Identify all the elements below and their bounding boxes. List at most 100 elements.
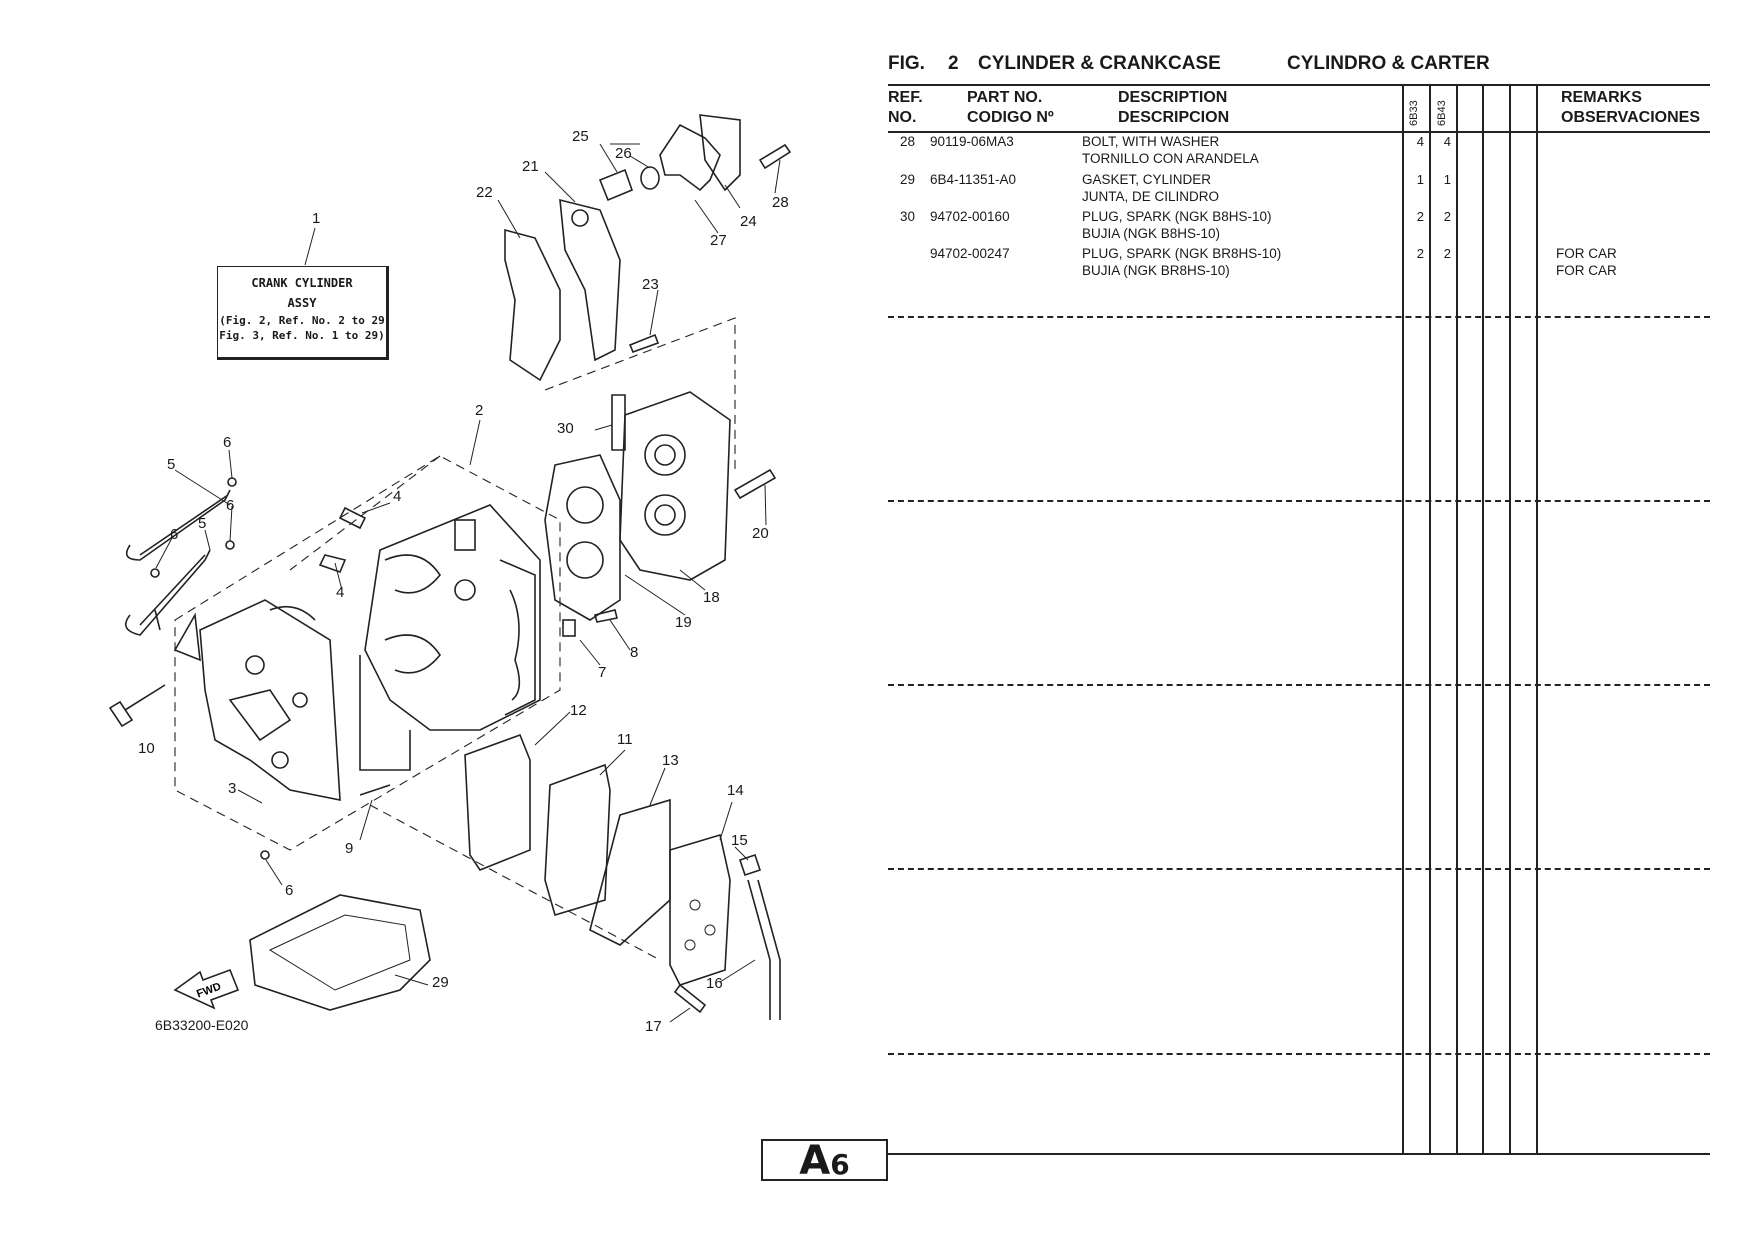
diagram-code: 6B33200-E020 <box>155 1017 249 1033</box>
assy-note-box: CRANK CYLINDER ASSY (Fig. 2, Ref. No. 2 … <box>217 266 389 360</box>
clip-6d <box>260 850 270 860</box>
callout-5a: 5 <box>167 456 176 473</box>
dashed-separator-1 <box>888 316 1710 318</box>
assy-note-line4: Fig. 3, Ref. No. 1 to 29) <box>219 329 385 342</box>
hose-upper-inner <box>139 494 229 556</box>
col-rule-2 <box>1429 84 1431 1154</box>
cover-14 <box>669 833 731 986</box>
callout-29: 29 <box>432 974 449 991</box>
gasket-29-inner <box>268 914 411 991</box>
row1-part: 90119-06MA3 <box>930 134 1014 149</box>
callout-6d: 6 <box>285 882 294 899</box>
row3-qty-1: 2 <box>1416 209 1424 224</box>
fig-number: 2 <box>948 53 959 74</box>
header-ref-line2: NO. <box>888 109 917 126</box>
bolt-28 <box>758 143 792 170</box>
callout-6c: 6 <box>170 526 179 543</box>
row3-desc-es: BUJIA (NGK B8HS-10) <box>1082 226 1221 241</box>
callout-22: 22 <box>476 184 493 201</box>
dowel-9 <box>359 784 391 796</box>
assy-note-line1: CRANK CYLINDER <box>251 276 353 290</box>
row1-qty-2: 4 <box>1443 134 1451 149</box>
callout-21: 21 <box>522 158 539 175</box>
header-model-1: 6B33 <box>1408 100 1420 126</box>
fig-title-es: CYLINDRO & CARTER <box>1287 53 1490 74</box>
col-rule-1 <box>1402 84 1404 1154</box>
clip-6c <box>150 568 160 578</box>
assembly-guide <box>289 455 441 571</box>
callout-2: 2 <box>475 402 484 419</box>
page-label-letter: A <box>799 1138 831 1184</box>
header-desc: DESCRIPTION DESCRIPCION <box>1118 88 1229 128</box>
callout-30: 30 <box>557 420 574 437</box>
callout-25: 25 <box>572 128 589 145</box>
bolt-17 <box>673 983 707 1014</box>
dashed-separator-2 <box>888 500 1710 502</box>
callout-11: 11 <box>617 731 633 748</box>
callout-26: 26 <box>615 145 632 162</box>
callout-6a: 6 <box>223 434 232 451</box>
row1-desc-es: TORNILLO CON ARANDELA <box>1082 151 1259 166</box>
gasket-29 <box>249 894 431 1011</box>
callout-23: 23 <box>642 276 659 293</box>
callout-15: 15 <box>731 832 748 849</box>
fwd-arrow-icon: FWD <box>173 968 240 1010</box>
bolt-8 <box>594 609 618 623</box>
plate-11 <box>544 763 611 916</box>
row4-desc-es: BUJIA (NGK BR8HS-10) <box>1082 263 1230 278</box>
header-part: PART NO. CODIGO Nº <box>967 88 1054 128</box>
header-ref: REF. NO. <box>888 88 923 128</box>
gasket-27 <box>659 123 721 192</box>
callout-13: 13 <box>662 752 679 769</box>
row4-part: 94702-00247 <box>930 246 1010 261</box>
table-top-rule <box>888 84 1710 86</box>
row1-qty-1: 4 <box>1416 134 1424 149</box>
row4-remark-es: FOR CAR <box>1556 263 1617 278</box>
cylinder-head-18 <box>619 391 731 581</box>
col-rule-3 <box>1456 84 1458 1154</box>
gasket-22 <box>504 228 561 382</box>
header-desc-line1: DESCRIPTION <box>1118 89 1228 106</box>
callout-12: 12 <box>570 702 587 719</box>
hose-lower-inner <box>139 554 206 626</box>
row1-desc-en: BOLT, WITH WASHER <box>1082 134 1220 149</box>
fig-label: FIG. <box>888 53 925 74</box>
page-label-number: 6 <box>830 1148 850 1181</box>
dashed-separator-3 <box>888 684 1710 686</box>
callout-14: 14 <box>727 782 744 799</box>
header-desc-line2: DESCRIPCION <box>1118 109 1230 126</box>
seal-26 <box>640 166 660 190</box>
cover-24 <box>699 114 741 192</box>
gasket-12 <box>464 733 531 871</box>
row1-ref: 28 <box>900 134 916 149</box>
guide-line-lower <box>369 804 661 961</box>
col-rule-6 <box>1536 84 1538 1154</box>
row2-desc-en: GASKET, CYLINDER <box>1082 172 1212 187</box>
assembly-outline <box>174 455 561 851</box>
bolt-23 <box>628 333 660 354</box>
bolt-10 <box>108 684 166 728</box>
thermostat-25 <box>598 168 634 202</box>
callout-16: 16 <box>706 975 723 992</box>
fitting-15 <box>738 853 762 877</box>
header-model-2: 6B43 <box>1436 100 1448 126</box>
header-remarks-line1: REMARKS <box>1561 89 1642 106</box>
callout-24: 24 <box>740 213 757 230</box>
bolt-20 <box>733 468 777 500</box>
row3-part: 94702-00160 <box>930 209 1010 224</box>
gasket-13 <box>589 798 671 946</box>
hose-upper <box>125 489 231 561</box>
callout-27: 27 <box>710 232 727 249</box>
fitting-4b <box>318 554 347 574</box>
leader-lines <box>155 143 781 1023</box>
hose-16 <box>747 879 781 1020</box>
callout-6b: 6 <box>226 497 235 514</box>
dashed-separator-4 <box>888 868 1710 870</box>
hose-lower <box>124 549 211 636</box>
callout-1: 1 <box>312 210 321 227</box>
callout-10: 10 <box>138 740 155 757</box>
callout-4b: 4 <box>336 584 345 601</box>
row3-ref: 30 <box>900 209 916 224</box>
callout-5b: 5 <box>198 515 207 532</box>
clip-6b <box>225 540 235 550</box>
